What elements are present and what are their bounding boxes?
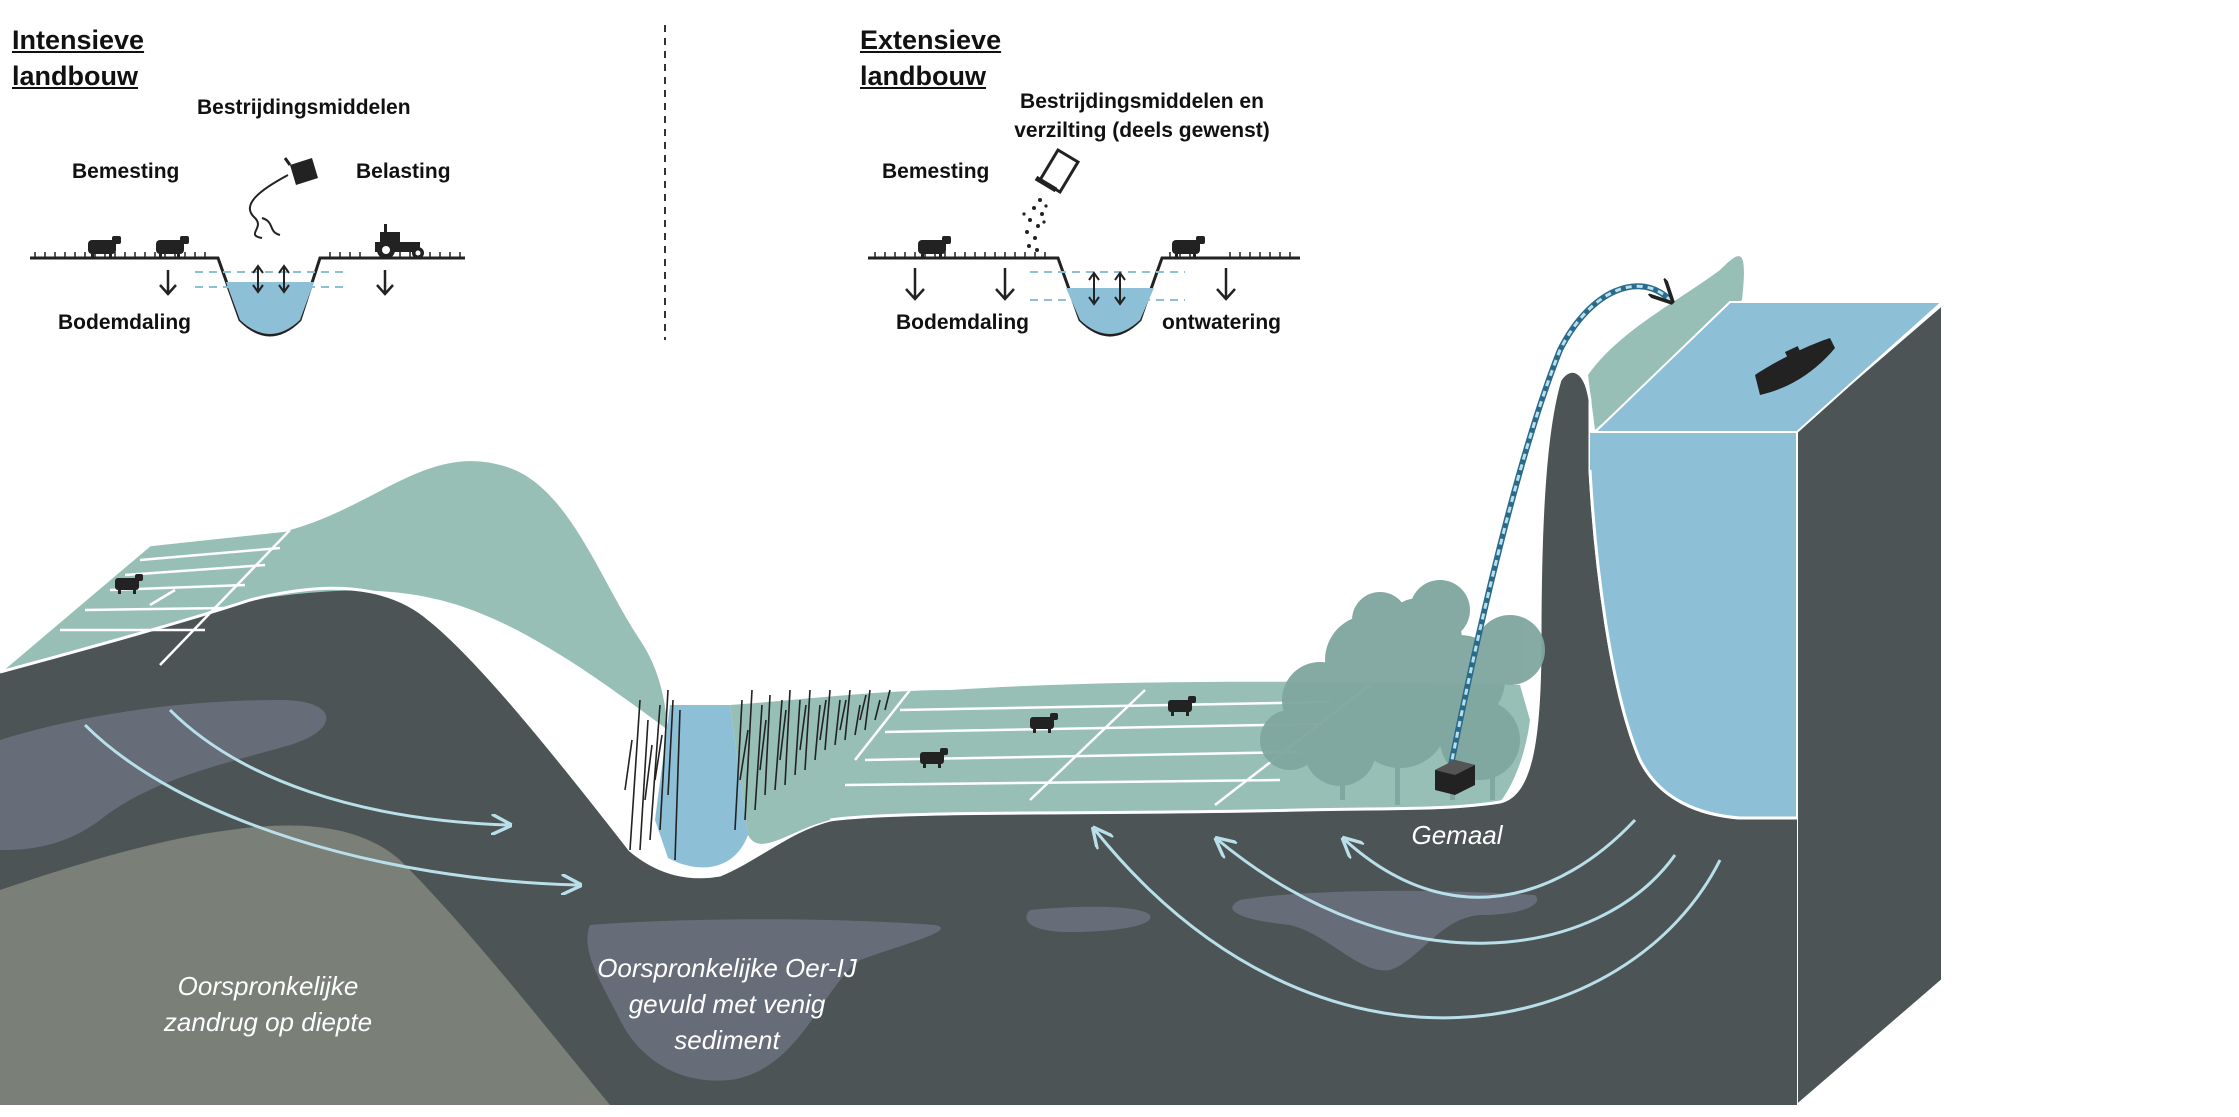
label-sand-ridge-line1: Oorspronkelijke xyxy=(177,971,359,1001)
extensive-title: Extensieve landbouw xyxy=(860,22,1001,94)
groundwater-flow-arrows xyxy=(83,708,1722,1020)
label-fertilizing-extensive: Bemesting xyxy=(882,160,990,183)
cow-icon xyxy=(1168,696,1196,716)
label-oer-ij-line3: sediment xyxy=(674,1025,780,1055)
salt-shaker-icon xyxy=(1022,147,1081,252)
peat-lens xyxy=(0,700,327,850)
pump-discharge-pipe xyxy=(1447,283,1673,771)
inset-ground-line xyxy=(868,256,1300,337)
label-fertilizing-intensive: Bemesting xyxy=(72,160,180,183)
cow-icon xyxy=(1030,713,1058,733)
intensive-title: Intensieve landbouw xyxy=(12,22,144,94)
cow-icon xyxy=(156,236,189,258)
label-load-intensive: Belasting xyxy=(356,160,451,183)
sand-ridge xyxy=(0,825,610,1105)
extensive-title-line1: Extensieve xyxy=(860,25,1002,55)
label-oer-ij-line2: gevuld met venig xyxy=(628,989,826,1019)
inset-ground-line xyxy=(30,256,465,337)
tractor-icon xyxy=(375,224,424,259)
trees xyxy=(1260,580,1545,805)
label-pesticides-intensive: Bestrijdingsmiddelen xyxy=(197,96,411,119)
intensive-title-line1: Intensieve xyxy=(12,25,145,55)
label-subsidence-intensive: Bodemdaling xyxy=(58,311,192,334)
label-drainage-extensive: ontwatering xyxy=(1162,311,1281,334)
label-pumping-station: Gemaal xyxy=(1411,820,1503,850)
cow-icon xyxy=(1172,236,1205,258)
extensive-title-line2: landbouw xyxy=(860,61,986,91)
pesticide-container-icon xyxy=(248,157,318,239)
cow-icon xyxy=(918,236,951,258)
label-pesticides-extensive-line2: verzilting (deels gewenst) xyxy=(1014,119,1270,142)
reeds xyxy=(624,689,891,861)
label-subsidence-extensive: Bodemdaling xyxy=(896,311,1030,334)
label-sand-ridge: Oorspronkelijke zandrug op diepte xyxy=(164,968,372,1040)
extensive-inset xyxy=(868,147,1300,337)
label-pesticides-extensive: Bestrijdingsmiddelen en verzilting (deel… xyxy=(1014,87,1270,145)
label-pesticides-extensive-line1: Bestrijdingsmiddelen en xyxy=(1020,90,1264,113)
inset-ditch-water xyxy=(226,282,314,334)
intensive-inset xyxy=(30,157,465,337)
hill-surface xyxy=(0,461,668,730)
peat-lens xyxy=(587,919,941,1081)
cow-icon xyxy=(920,748,948,768)
label-oer-ij: Oorspronkelijke Oer-IJ gevuld met venig … xyxy=(597,950,857,1058)
inset-ditch-water xyxy=(1066,288,1154,334)
label-sand-ridge-line2: zandrug op diepte xyxy=(163,1007,373,1037)
pumping-station-icon xyxy=(1435,760,1475,795)
dyke-crest xyxy=(1588,256,1744,430)
lake-front-face xyxy=(1590,432,1797,818)
boat-icon xyxy=(1755,338,1835,395)
block-side-face xyxy=(1796,302,1943,1108)
intensive-title-line2: landbouw xyxy=(12,61,138,91)
peat-lens xyxy=(1026,906,1151,932)
cow-icon xyxy=(115,574,143,594)
cow-icon xyxy=(88,236,121,258)
label-oer-ij-line1: Oorspronkelijke Oer-IJ xyxy=(597,953,857,983)
